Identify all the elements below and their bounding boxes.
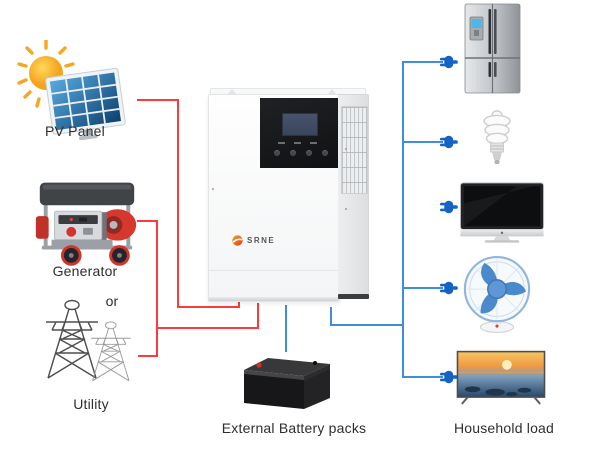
wire-pv-down [177, 99, 179, 308]
inverter-base [208, 297, 339, 301]
wire-ac-riser [257, 303, 259, 329]
generator-icon [35, 182, 137, 266]
tv-icon [456, 350, 546, 405]
wire-branch-tv [402, 376, 443, 378]
hanger-notch [228, 89, 236, 94]
plug-icon [440, 281, 458, 295]
inverter-button [306, 150, 312, 156]
wire-branch-fridge [402, 61, 443, 63]
indicator-label [310, 142, 317, 144]
computer-monitor-icon [459, 182, 545, 243]
desk-fan-icon [463, 255, 531, 333]
lcd-screen [282, 113, 318, 136]
wire-utility-out [138, 355, 158, 357]
inverter-mount-bracket [210, 88, 366, 96]
srne-logo: SRNE [232, 235, 275, 246]
plug-icon [440, 135, 458, 149]
inverter-button [322, 150, 328, 156]
indicator-label [278, 142, 285, 144]
battery-pack-icon [244, 358, 330, 409]
wire-branch-bulb [402, 141, 443, 143]
wire-branch-fan [402, 287, 443, 289]
sun-icon [17, 40, 75, 108]
plug-icon [440, 370, 458, 384]
wire-load-feed [330, 324, 404, 326]
screw-dot [212, 188, 214, 190]
panel-seam [208, 270, 338, 271]
inverter-button [290, 150, 296, 156]
wire-ac-to-inverter [156, 327, 259, 329]
plug-icon [440, 55, 458, 69]
wire-pv-out [137, 99, 179, 101]
plug-icon [440, 200, 458, 214]
ventilation-grille-icon [341, 106, 368, 194]
hanger-notch [328, 89, 336, 94]
utility-label: Utility [73, 396, 109, 412]
battery-label: External Battery packs [221, 420, 367, 436]
household-load-label: Household load [453, 420, 555, 436]
srne-logo-icon [232, 235, 243, 246]
wire-generator-out [137, 220, 158, 222]
indicator-label [294, 142, 301, 144]
pv-panel-label: PV Panel [45, 123, 105, 139]
inverter-base-shadow [338, 294, 369, 299]
solar-panel-icon [17, 40, 126, 140]
screw-dot [345, 148, 347, 150]
or-label: or [105, 293, 119, 309]
generator-label: Generator [52, 263, 118, 279]
cfl-bulb-icon [483, 110, 511, 164]
srne-brand-text: SRNE [247, 236, 276, 245]
refrigerator-icon [464, 3, 521, 94]
wire-pv-to-inverter [177, 306, 240, 308]
wire-battery [285, 305, 287, 352]
inverter-button [274, 150, 280, 156]
screw-dot [345, 208, 347, 210]
wire-load-drop [330, 307, 332, 326]
utility-towers-icon [46, 299, 131, 382]
display-panel [260, 98, 338, 168]
wire-load-bus [402, 61, 404, 378]
wire-generator-down [156, 220, 158, 357]
wire-pv-riser [238, 297, 240, 308]
inverter-unit: SRNE [206, 88, 370, 306]
